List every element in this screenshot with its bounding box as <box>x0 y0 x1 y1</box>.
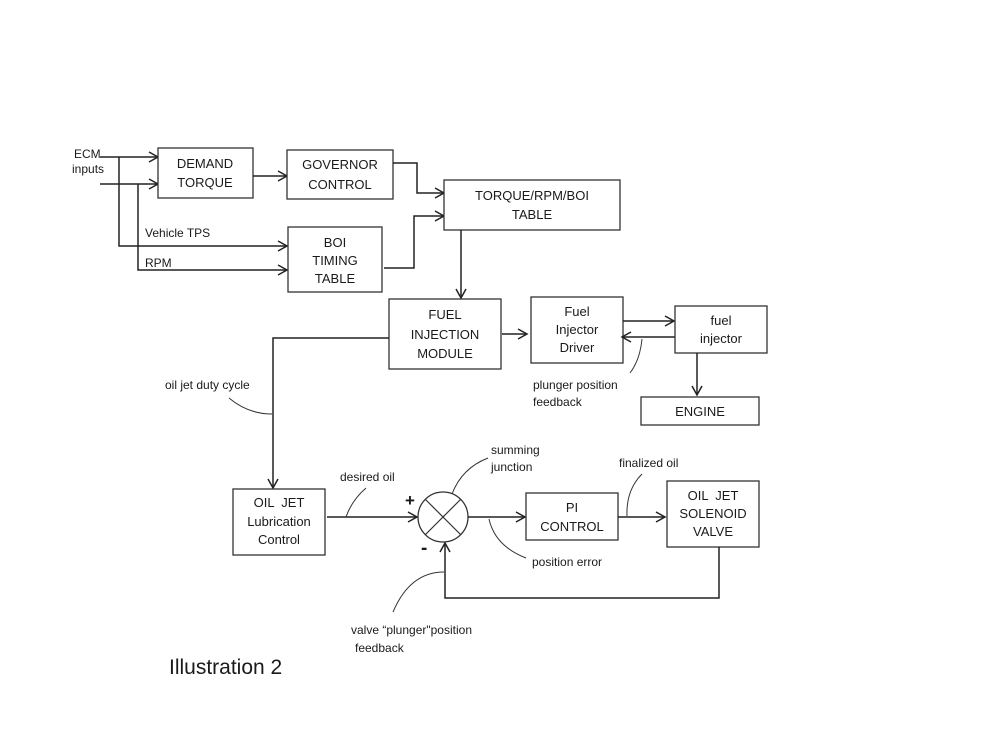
block-text: BOI <box>324 235 346 250</box>
valve-plunger-position-label: valve “plunger"position <box>351 623 472 637</box>
valve-feedback-label: feedback <box>355 641 405 655</box>
junction-label: junction <box>490 460 532 474</box>
block-text: Control <box>258 532 300 547</box>
governor-control-block: GOVERNOR CONTROL <box>286 149 394 200</box>
block-text: TORQUE <box>177 175 233 190</box>
block-text: INJECTION <box>411 327 480 342</box>
block-text: Lubrication <box>247 514 311 529</box>
plunger-position-label: plunger position <box>533 378 618 392</box>
minus-sign: - <box>421 538 427 559</box>
block-text: OIL JET <box>688 488 739 503</box>
vehicle-tps-line <box>118 157 289 252</box>
rpm-line <box>137 184 289 276</box>
block-text: DEMAND <box>177 156 233 171</box>
block-text: TORQUE/RPM/BOI <box>475 188 589 203</box>
oil-jet-lubrication-control-block: OIL JET Lubrication Control <box>232 488 326 556</box>
block-text: Fuel <box>564 304 589 319</box>
finalized-oil-label: finalized oil <box>619 456 678 470</box>
fuel-injector-block: fuel injector <box>674 305 768 354</box>
block-text: CONTROL <box>540 519 604 534</box>
plunger-feedback-leader <box>629 338 643 374</box>
block-text: CONTROL <box>308 177 372 192</box>
block-text: ENGINE <box>675 404 725 419</box>
torque-rpm-boi-table-block: TORQUE/RPM/BOI TABLE <box>443 179 621 231</box>
block-text: VALVE <box>693 524 733 539</box>
block-text: SOLENOID <box>679 506 746 521</box>
block-text: OIL JET <box>254 495 305 510</box>
summing-label: summing <box>491 443 540 457</box>
illustration-title: Illustration 2 <box>169 656 282 679</box>
governor-to-table-arrow <box>393 162 446 199</box>
plunger-feedback-label: feedback <box>533 395 583 409</box>
block-text: TABLE <box>512 207 553 222</box>
fuel-injector-driver-block: Fuel Injector Driver <box>530 296 624 364</box>
ecm-inputs-label: ECM <box>74 147 101 161</box>
summing-junction <box>417 491 469 543</box>
valve-feedback-leader <box>392 571 445 613</box>
boi-to-table-arrow <box>384 210 446 269</box>
block-text: FUEL <box>428 307 461 322</box>
position-error-leader <box>488 518 527 559</box>
fuel-injection-module-block: FUEL INJECTION MODULE <box>388 298 502 370</box>
oil-jet-duty-cycle-line <box>267 337 389 490</box>
rpm-label: RPM <box>145 256 172 270</box>
ecm-inputs-label-2: inputs <box>72 162 104 176</box>
duty-cycle-leader <box>228 397 273 415</box>
oil-jet-solenoid-valve-block: OIL JET SOLENOID VALVE <box>666 480 760 548</box>
block-text: PI <box>566 500 578 515</box>
block-text: fuel <box>711 313 732 328</box>
block-text: Driver <box>560 340 595 355</box>
desired-oil-leader <box>345 487 367 518</box>
block-text: TABLE <box>315 271 356 286</box>
block-text: TIMING <box>312 253 358 268</box>
engine-block: ENGINE <box>640 396 760 426</box>
block-text: Injector <box>556 322 599 337</box>
block-text: GOVERNOR <box>302 157 378 172</box>
boi-timing-table-block: BOI TIMING TABLE <box>287 226 383 293</box>
block-text: injector <box>700 331 743 346</box>
valve-feedback-line <box>439 541 720 599</box>
block-text: MODULE <box>417 346 473 361</box>
vehicle-tps-label: Vehicle TPS <box>145 226 210 240</box>
pi-control-block: PI CONTROL <box>525 492 619 541</box>
oil-jet-duty-cycle-label: oil jet duty cycle <box>165 378 250 392</box>
demand-torque-block: DEMAND TORQUE <box>157 147 254 199</box>
finalized-oil-leader <box>626 473 643 517</box>
plus-sign: + <box>405 491 415 510</box>
position-error-label: position error <box>532 555 602 569</box>
desired-oil-label: desired oil <box>340 470 395 484</box>
summing-junction-leader <box>451 457 489 495</box>
